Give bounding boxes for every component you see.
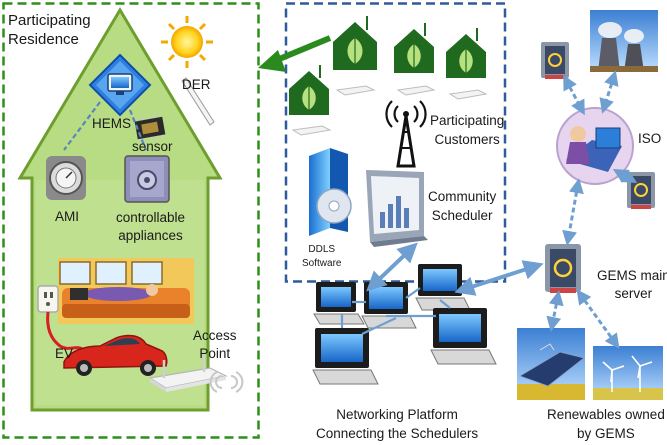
hems-monitor-icon (88, 53, 152, 117)
residence-boundary (2, 2, 260, 439)
appliance-safe-icon (124, 155, 170, 203)
wind-turbines-icon (593, 346, 663, 400)
wifi-waves-icon (209, 371, 244, 393)
scheduler-monitor-icon (366, 170, 428, 247)
hems-to-appliance-link (128, 109, 148, 151)
ddls-software-label: DDLS Software (302, 244, 342, 269)
leaf-house-icon (394, 23, 434, 73)
access-point-label: Access Point (193, 328, 237, 361)
community-scheduler-label: Community Scheduler (428, 189, 497, 223)
gems-to-wind-link (576, 289, 620, 349)
networking-platform-label: Networking Platform Connecting the Sched… (316, 407, 479, 441)
power-outlet-icon (37, 285, 59, 313)
computer-terminal-icon (415, 264, 471, 311)
computer-terminal-icon (430, 308, 497, 365)
ev-charging-cable (46, 311, 85, 352)
sensor-chip-icon (134, 113, 166, 143)
participating-residence-label: Participating Residence (8, 12, 91, 48)
renewables-label: Renewables owned by GEMS (547, 407, 665, 441)
server-icon (545, 244, 581, 293)
ami-meter-icon (46, 156, 86, 200)
hems-label: HEMS (92, 116, 132, 131)
server-icon (627, 172, 655, 209)
network-link (439, 299, 451, 309)
ev-car-icon (63, 334, 168, 376)
community-to-residence-arrow (258, 35, 332, 72)
antenna-tower-icon (385, 100, 427, 168)
network-to-server-arrow (454, 260, 544, 296)
iso-label: ISO (638, 131, 662, 146)
hems-to-ami-link (63, 101, 101, 151)
participating-customers-label: Participating Customers (430, 113, 505, 147)
leaf-house-icon (289, 65, 329, 115)
iso-operator-icon (556, 107, 634, 185)
network-link (405, 287, 421, 299)
leaf-house-icon (333, 16, 377, 70)
gems-to-solar-link (546, 290, 564, 332)
software-box-icon (309, 148, 352, 236)
wireless-router-icon (335, 85, 376, 96)
server-icon (541, 42, 569, 79)
rooftop-solar-strip (181, 77, 215, 126)
power-plant-icon (590, 10, 658, 72)
sensor-label: sensor (132, 139, 173, 154)
sofa-scene-icon (58, 258, 194, 324)
sun-icon (161, 16, 213, 68)
computer-terminal-icon (312, 328, 379, 385)
solar-panels-icon (517, 328, 585, 400)
der-label: DER (182, 77, 211, 92)
network-link (361, 317, 397, 335)
iso-to-gems-link (562, 178, 584, 246)
iso-to-server-link (612, 169, 638, 183)
server-to-iso-link (563, 74, 585, 116)
ami-label: AMI (55, 209, 80, 224)
wireless-router-icon (396, 85, 436, 96)
plant-to-iso-link (599, 70, 619, 114)
ev-label: EV (55, 346, 74, 361)
computer-terminal-icon (313, 282, 365, 325)
network-to-scheduler-arrow (366, 242, 418, 292)
wireless-router-icon (291, 125, 332, 136)
controllable-appliances-label: controllable appliances (116, 210, 186, 243)
gems-main-server-label: GEMS main server (597, 268, 667, 301)
wireless-router-icon (448, 89, 488, 100)
leaf-house-icon (446, 28, 486, 78)
